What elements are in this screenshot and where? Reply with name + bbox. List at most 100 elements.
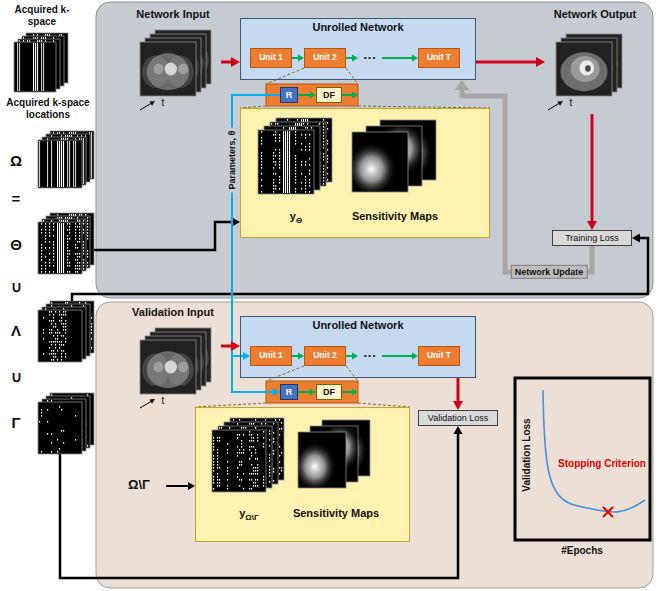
frame-content — [39, 141, 76, 187]
time-axis — [140, 401, 151, 408]
aliasing-ghost — [178, 64, 188, 75]
sample-dot — [61, 317, 62, 319]
sample-dot — [43, 332, 44, 334]
sample-dot — [49, 262, 50, 264]
sample-dot — [213, 443, 214, 445]
sample-dot — [45, 247, 46, 249]
sample-dot — [65, 311, 66, 313]
sample-dot — [79, 256, 80, 258]
sample-dot — [71, 397, 72, 399]
sample-dot — [77, 220, 78, 222]
sample-dot — [53, 314, 54, 316]
sample-line — [19, 43, 20, 91]
sample-dot — [79, 302, 80, 304]
mask-wire — [166, 485, 189, 487]
sample-dot — [237, 467, 238, 469]
sample-dot — [49, 265, 50, 267]
sample-dot — [57, 439, 58, 441]
sample-dot — [79, 235, 80, 237]
sample-dot — [47, 421, 48, 423]
sample-dot — [63, 442, 64, 444]
sample-dot — [49, 241, 50, 243]
sample-dot — [55, 311, 56, 313]
sample-dot — [253, 473, 254, 475]
sample-dot — [253, 440, 254, 442]
sample-dot — [269, 469, 270, 471]
sample-dot — [51, 320, 52, 322]
sample-dot — [301, 173, 302, 175]
arrowhead — [232, 218, 240, 227]
sample-dot — [281, 422, 282, 424]
sample-dot — [243, 434, 244, 436]
sample-dot — [323, 126, 324, 128]
sample-dot — [295, 161, 296, 163]
frame-background — [140, 42, 196, 96]
sample-dot — [69, 223, 70, 225]
sample-dot — [275, 188, 276, 190]
sample-dot — [53, 265, 54, 267]
sample-dot — [323, 180, 324, 182]
sample-dot — [51, 451, 52, 453]
sample-dot — [51, 442, 52, 444]
sample-dot — [227, 449, 228, 451]
sample-dot — [77, 253, 78, 255]
image-frame — [140, 340, 196, 394]
sample-dot — [65, 338, 66, 340]
sample-dot — [217, 455, 218, 457]
sample-dot — [83, 232, 84, 234]
sample-dot — [279, 137, 280, 139]
sample-dot — [51, 359, 52, 361]
sample-dot — [41, 412, 42, 414]
sample-dot — [87, 220, 88, 222]
sample-dot — [43, 353, 44, 355]
frame-content — [41, 223, 80, 273]
sample-dot — [255, 449, 256, 451]
sample-dot — [305, 185, 306, 187]
sample-dot — [327, 140, 328, 142]
sample-dot — [295, 164, 296, 166]
sample-dot — [217, 467, 218, 469]
sample-dot — [49, 229, 50, 231]
sample-dot — [279, 161, 280, 163]
frame-background — [556, 42, 612, 96]
sample-dot — [243, 488, 244, 490]
sample-dot — [79, 232, 80, 234]
sample-dot — [249, 473, 250, 475]
sample-dot — [63, 430, 64, 432]
sample-dot — [75, 439, 76, 441]
sample-line — [285, 131, 286, 193]
sample-dot — [261, 143, 262, 145]
sample-dot — [277, 123, 278, 125]
sample-dot — [261, 179, 262, 181]
sample-dot — [251, 434, 252, 436]
sample-dot — [249, 431, 250, 433]
sample-dot — [219, 440, 220, 442]
sample-dot — [253, 437, 254, 439]
sample-dot — [249, 488, 250, 490]
sample-dot — [79, 268, 80, 270]
sample-dot — [279, 167, 280, 169]
sample-dot — [83, 247, 84, 249]
sample-dot — [87, 226, 88, 228]
sample-dot — [279, 164, 280, 166]
heart — [580, 60, 595, 75]
sample-dot — [261, 140, 262, 142]
sample-dot — [51, 433, 52, 435]
connector — [346, 55, 358, 62]
sample-dot — [49, 271, 50, 273]
sample-dot — [63, 329, 64, 331]
sample-dot — [45, 223, 46, 225]
sample-dot — [219, 479, 220, 481]
sample-dot — [57, 214, 58, 216]
sample-dot — [79, 238, 80, 240]
sample-dot — [75, 235, 76, 237]
sample-dot — [213, 467, 214, 469]
sample-dot — [237, 437, 238, 439]
sample-dot — [49, 320, 50, 322]
sample-dot — [323, 141, 324, 143]
sample-dot — [49, 353, 50, 355]
sample-dot — [279, 461, 280, 463]
sample-dot — [69, 229, 70, 231]
sample-dot — [305, 137, 306, 139]
sample-dot — [61, 430, 62, 432]
